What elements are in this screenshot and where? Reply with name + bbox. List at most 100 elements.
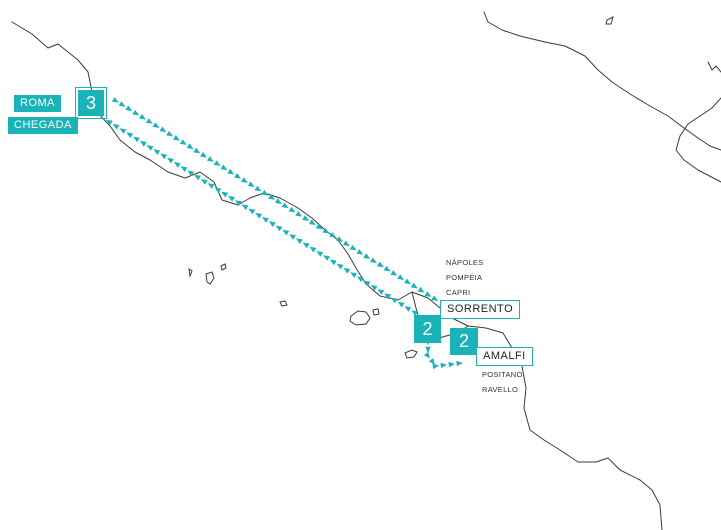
roma-label: ROMA: [14, 95, 61, 112]
triangle-arrow-icon: [322, 227, 330, 234]
triangle-arrow-icon: [207, 183, 215, 189]
triangle-arrow-icon: [126, 132, 134, 139]
triangle-arrow-icon: [228, 195, 235, 202]
triangle-arrow-icon: [448, 361, 456, 368]
triangle-arrow-icon: [308, 219, 316, 226]
triangle-arrow-icon: [302, 215, 310, 221]
triangle-arrow-icon: [425, 346, 431, 354]
triangle-arrow-icon: [119, 128, 127, 134]
triangle-arrow-icon: [281, 202, 289, 209]
triangle-arrow-icon: [139, 113, 146, 120]
triangle-arrow-icon: [423, 351, 431, 359]
excursion-ravello: RAVELLO: [482, 385, 519, 394]
chegada-label: CHEGADA: [8, 117, 78, 134]
triangle-arrow-icon: [247, 181, 255, 188]
triangle-arrow-icon: [432, 363, 440, 370]
excursion-capri: CAPRI: [446, 288, 471, 297]
triangle-arrow-icon: [220, 164, 228, 171]
triangle-arrow-icon: [336, 236, 344, 242]
triangle-arrow-icon: [356, 249, 364, 255]
triangle-arrow-icon: [384, 293, 392, 300]
triangle-arrow-icon: [342, 240, 350, 247]
triangle-arrow-icon: [302, 242, 310, 249]
triangle-arrow-icon: [261, 189, 269, 196]
triangle-arrow-icon: [390, 297, 398, 304]
triangle-arrow-icon: [404, 306, 412, 312]
excursion-positano: POSITANO: [482, 370, 523, 379]
triangle-arrow-icon: [261, 217, 269, 223]
triangle-arrow-icon: [166, 130, 174, 137]
triangle-arrow-icon: [234, 173, 242, 179]
triangle-arrow-icon: [404, 278, 411, 285]
triangle-arrow-icon: [146, 145, 154, 151]
route-sorrento-to-roma: [105, 119, 419, 317]
triangle-arrow-icon: [221, 191, 229, 198]
triangle-arrow-icon: [440, 362, 448, 369]
triangle-arrow-icon: [356, 276, 364, 283]
triangle-arrow-icon: [268, 221, 276, 228]
triangle-arrow-icon: [323, 255, 330, 261]
italy-west-coastline: [11, 21, 663, 530]
triangle-arrow-icon: [153, 149, 161, 156]
triangle-arrow-icon: [132, 109, 140, 116]
excursion-pompeia: POMPÉIA: [446, 273, 483, 282]
route-roma-to-sorrento: [111, 97, 439, 302]
triangle-arrow-icon: [376, 261, 384, 268]
triangle-arrow-icon: [159, 126, 167, 133]
triangle-arrow-icon: [336, 263, 344, 270]
triangle-arrow-icon: [125, 105, 133, 112]
italy-heel-coastline: [707, 61, 721, 73]
triangle-arrow-icon: [288, 206, 296, 213]
triangle-arrow-icon: [111, 97, 119, 103]
triangle-arrow-icon: [255, 212, 263, 219]
triangle-arrow-icon: [248, 208, 256, 215]
triangle-arrow-icon: [329, 259, 337, 266]
triangle-arrow-icon: [186, 143, 194, 150]
triangle-arrow-icon: [194, 174, 201, 181]
ponza-islet: [220, 263, 227, 271]
triangle-arrow-icon: [390, 270, 398, 276]
dalmatian-islet: [605, 16, 614, 25]
triangle-arrow-icon: [166, 157, 174, 164]
triangle-arrow-icon: [383, 265, 391, 272]
triangle-arrow-icon: [179, 139, 187, 145]
roma-nights-badge: 3: [75, 87, 107, 119]
triangle-arrow-icon: [377, 289, 385, 295]
triangle-arrow-icon: [428, 358, 436, 365]
triangle-arrow-icon: [397, 301, 405, 308]
triangle-arrow-icon: [295, 211, 303, 217]
triangle-arrow-icon: [343, 267, 351, 274]
triangle-arrow-icon: [370, 284, 378, 291]
triangle-arrow-icon: [456, 360, 463, 367]
triangle-arrow-icon: [315, 223, 323, 230]
excursion-napoles: NÁPOLES: [446, 258, 484, 267]
sorrento-nights-badge: 2: [414, 315, 441, 343]
triangle-arrow-icon: [309, 246, 317, 253]
triangle-arrow-icon: [160, 153, 168, 160]
triangle-arrow-icon: [227, 168, 235, 175]
route-layer: [105, 97, 463, 370]
triangle-arrow-icon: [139, 140, 147, 147]
triangle-arrow-icon: [349, 244, 357, 251]
amalfi-label: AMALFI: [476, 347, 533, 366]
triangle-arrow-icon: [241, 204, 249, 211]
triangle-arrow-icon: [275, 225, 283, 232]
capri-island: [404, 349, 418, 359]
amalfi-nights-badge: 2: [450, 328, 478, 355]
triangle-arrow-icon: [417, 286, 425, 293]
triangle-arrow-icon: [370, 257, 377, 264]
triangle-arrow-icon: [240, 177, 248, 183]
triangle-arrow-icon: [329, 232, 337, 238]
ponza-island: [205, 271, 215, 285]
triangle-arrow-icon: [173, 162, 181, 168]
triangle-arrow-icon: [274, 198, 282, 204]
triangle-arrow-icon: [112, 123, 120, 130]
sorrento-label: SORRENTO: [440, 300, 521, 319]
triangle-arrow-icon: [424, 291, 432, 297]
triangle-arrow-icon: [118, 101, 126, 107]
triangle-arrow-icon: [289, 234, 296, 240]
triangle-arrow-icon: [431, 295, 439, 302]
triangle-arrow-icon: [213, 160, 221, 166]
ischia-island: [349, 310, 371, 326]
